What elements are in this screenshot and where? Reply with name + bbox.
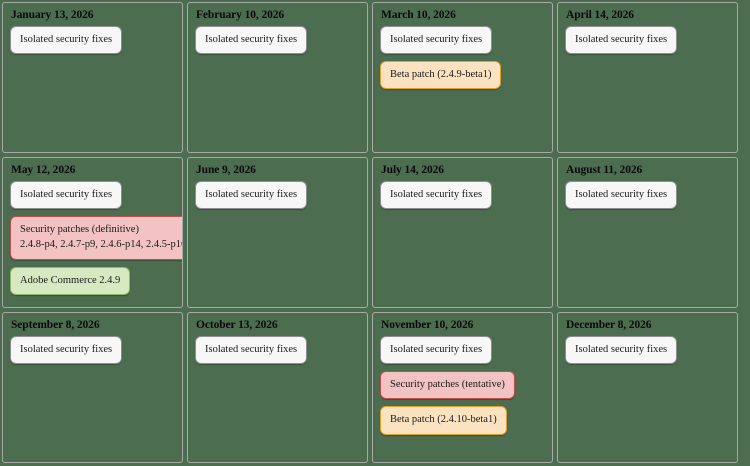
- month-date-label: March 10, 2026: [381, 9, 456, 21]
- event-badge-isolated: Isolated security fixes: [195, 181, 308, 210]
- event-badge-security: Security patches (definitive) 2.4.8-p4, 2…: [10, 216, 183, 260]
- event-badge-isolated: Isolated security fixes: [565, 336, 678, 365]
- event-badge-line: Isolated security fixes: [390, 189, 483, 200]
- month-date-label: June 9, 2026: [196, 164, 256, 176]
- event-badge-isolated: Isolated security fixes: [565, 181, 678, 210]
- event-badge-line: Isolated security fixes: [205, 344, 298, 355]
- event-badge-isolated: Isolated security fixes: [10, 336, 123, 365]
- event-badge-line: Isolated security fixes: [390, 344, 483, 355]
- event-badge-isolated: Isolated security fixes: [380, 181, 493, 210]
- event-badge-beta: Beta patch (2.4.9-beta1): [380, 61, 502, 90]
- event-badge-line: Beta patch (2.4.10-beta1): [390, 414, 497, 426]
- month-date-label: July 14, 2026: [381, 164, 444, 176]
- month-date-label: January 13, 2026: [11, 9, 94, 21]
- event-badge-line: Isolated security fixes: [390, 34, 483, 45]
- event-badge-line: Isolated security fixes: [575, 344, 668, 355]
- event-badge-line: Security patches (definitive): [20, 224, 139, 236]
- event-badge-isolated: Isolated security fixes: [380, 336, 493, 365]
- event-badge-line: Isolated security fixes: [205, 34, 298, 45]
- month-date-label: December 8, 2026: [566, 319, 652, 331]
- event-badge-line: Isolated security fixes: [20, 34, 113, 45]
- event-badge-isolated: Isolated security fixes: [565, 26, 678, 55]
- month-date-label: May 12, 2026: [11, 164, 76, 176]
- month-date-label: November 10, 2026: [381, 319, 474, 331]
- event-badge-line: 2.4.8-p4, 2.4.7-p9, 2.4.6-p14, 2.4.5-p16: [20, 239, 183, 251]
- event-badge-line: Security patches (tentative): [390, 379, 505, 391]
- event-badge-security: Security patches (tentative): [380, 371, 515, 400]
- event-badge-isolated: Isolated security fixes: [380, 26, 493, 55]
- event-badge-release: Adobe Commerce 2.4.9: [10, 266, 131, 295]
- event-badge-isolated: Isolated security fixes: [10, 26, 123, 55]
- event-badge-line: Adobe Commerce 2.4.9: [20, 274, 121, 286]
- event-badge-isolated: Isolated security fixes: [195, 336, 308, 365]
- month-date-label: April 14, 2026: [566, 9, 634, 21]
- month-date-label: September 8, 2026: [11, 319, 100, 331]
- event-badge-line: Isolated security fixes: [575, 189, 668, 200]
- event-badge-isolated: Isolated security fixes: [195, 26, 308, 55]
- month-date-label: October 13, 2026: [196, 319, 278, 331]
- event-badge-line: Beta patch (2.4.9-beta1): [390, 69, 492, 81]
- event-badge-line: Isolated security fixes: [20, 344, 113, 355]
- event-badge-line: Isolated security fixes: [575, 34, 668, 45]
- event-badge-beta: Beta patch (2.4.10-beta1): [380, 406, 507, 435]
- month-date-label: August 11, 2026: [566, 164, 643, 176]
- event-badge-line: Isolated security fixes: [20, 189, 113, 200]
- event-badge-line: Isolated security fixes: [205, 189, 298, 200]
- month-date-label: February 10, 2026: [196, 9, 285, 21]
- event-badge-isolated: Isolated security fixes: [10, 181, 123, 210]
